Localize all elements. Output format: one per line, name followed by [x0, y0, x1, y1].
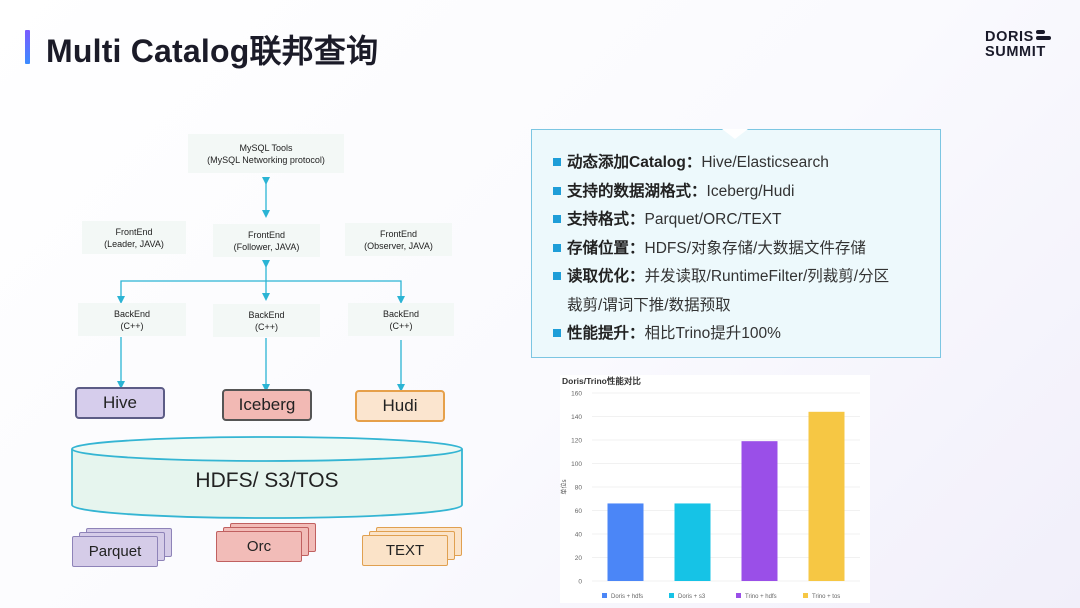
bullet-square-icon: [553, 243, 561, 252]
arrow-branch-left: [117, 280, 266, 304]
catalog-hive: Hive: [75, 387, 165, 419]
mysql-tools-box: MySQL Tools (MySQL Networking protocol): [188, 134, 344, 173]
y-tick-label: 0: [578, 579, 582, 586]
bullet-square-icon: [553, 272, 561, 280]
catalog-iceberg: Iceberg: [222, 389, 312, 421]
feature-label: 性能提升：: [567, 325, 645, 342]
bar: [741, 441, 778, 581]
feature-label: 支持的数据湖格式：: [567, 182, 707, 200]
y-tick-label: 60: [575, 508, 583, 515]
y-tick-label: 100: [571, 461, 582, 468]
bar: [674, 503, 711, 581]
legend-label: Trino + tos: [812, 594, 840, 600]
bullet-square-icon: [553, 329, 561, 337]
legend-label: Trino + hdfs: [745, 594, 777, 600]
logo-mark-icon: [1035, 30, 1052, 42]
bar: [607, 503, 644, 581]
feature-item: 动态添加Catalog：Hive/Elasticsearch: [553, 149, 940, 178]
bar: [808, 411, 845, 581]
logo-line-1: DORIS: [985, 29, 1034, 45]
feature-label: 存储位置：: [567, 239, 645, 257]
y-tick-label: 20: [575, 555, 583, 562]
format-text-stack: TEXT: [362, 527, 464, 571]
bullet-square-icon: [553, 158, 561, 166]
feature-value: Parquet/ORC/TEXT: [644, 211, 782, 228]
feature-item: 支持的数据湖格式：Iceberg/Hudi: [553, 178, 940, 207]
performance-chart-svg: Doris/Trino性能对比 0 20 40 60 80 100 120 140 160 单位sD…: [560, 376, 860, 600]
legend-swatch: [669, 593, 674, 598]
feature-value: Iceberg/Hudi: [706, 182, 795, 200]
y-tick-label: 40: [575, 532, 583, 539]
format-parquet: Parquet: [72, 536, 158, 567]
format-orc: Orc: [216, 531, 302, 562]
feature-item: 存储位置：HDFS/对象存储/大数据文件存储: [553, 235, 940, 264]
legend-swatch: [736, 593, 741, 598]
feature-value: 并发读取/RuntimeFilter/列裁剪/分区: [644, 268, 890, 285]
storage-label: HDFS/ S3/TOS: [195, 469, 339, 492]
y-tick-label: 120: [571, 438, 582, 445]
doris-summit-logo: DORIS SUMMIT: [985, 30, 1052, 60]
features-panel: 动态添加Catalog：Hive/Elasticsearch 支持的数据湖格式：…: [531, 129, 941, 358]
backend-box-2: BackEnd (C++): [213, 304, 320, 337]
frontend-leader-box: FrontEnd (Leader, JAVA): [82, 221, 186, 254]
logo-line-2: SUMMIT: [985, 44, 1046, 60]
frontend-follower-box: FrontEnd (Follower, JAVA): [213, 224, 320, 257]
legend-label: Doris + s3: [678, 594, 706, 600]
feature-item-continued: 裁剪/谓词下推/数据预取: [567, 296, 731, 314]
backend-box-3: BackEnd (C++): [348, 303, 454, 336]
backend-box-1: BackEnd (C++): [78, 303, 186, 336]
feature-label: 动态添加Catalog：: [567, 154, 702, 171]
arrow-branch-right: [266, 280, 405, 304]
legend-label: Doris + hdfs: [611, 594, 643, 600]
legend-swatch: [602, 593, 607, 598]
format-text: TEXT: [362, 535, 448, 566]
y-tick-label: 80: [575, 485, 583, 492]
catalog-hudi: Hudi: [355, 390, 445, 422]
feature-value: HDFS/对象存储/大数据文件存储: [644, 239, 866, 257]
feature-label: 支持格式：: [567, 211, 645, 228]
chart-title: Doris/Trino性能对比: [562, 376, 641, 386]
feature-item: 支持格式：Parquet/ORC/TEXT: [553, 206, 940, 235]
feature-value: Hive/Elasticsearch: [701, 154, 829, 171]
format-orc-stack: Orc: [216, 523, 318, 567]
legend-swatch: [803, 593, 808, 598]
y-tick-label: 160: [571, 391, 582, 398]
format-parquet-stack: Parquet: [72, 528, 174, 572]
panel-notch: [722, 129, 748, 139]
storage-cylinder: HDFS/ S3/TOS: [70, 435, 464, 521]
y-tick-label: 140: [571, 414, 582, 421]
page-title: Multi Catalog联邦查询: [46, 33, 379, 69]
feature-label: 读取优化：: [567, 268, 645, 285]
bullet-square-icon: [553, 215, 561, 223]
bullet-square-icon: [553, 186, 561, 195]
title-accent-bar: [25, 30, 30, 64]
feature-item: 性能提升：相比Trino提升100%: [553, 320, 940, 349]
frontend-observer-box: FrontEnd (Observer, JAVA): [345, 223, 452, 256]
feature-item: 读取优化：并发读取/RuntimeFilter/列裁剪/分区: [553, 263, 940, 292]
feature-value: 相比Trino提升100%: [644, 325, 781, 342]
y-axis-label: 单位s: [560, 479, 568, 494]
